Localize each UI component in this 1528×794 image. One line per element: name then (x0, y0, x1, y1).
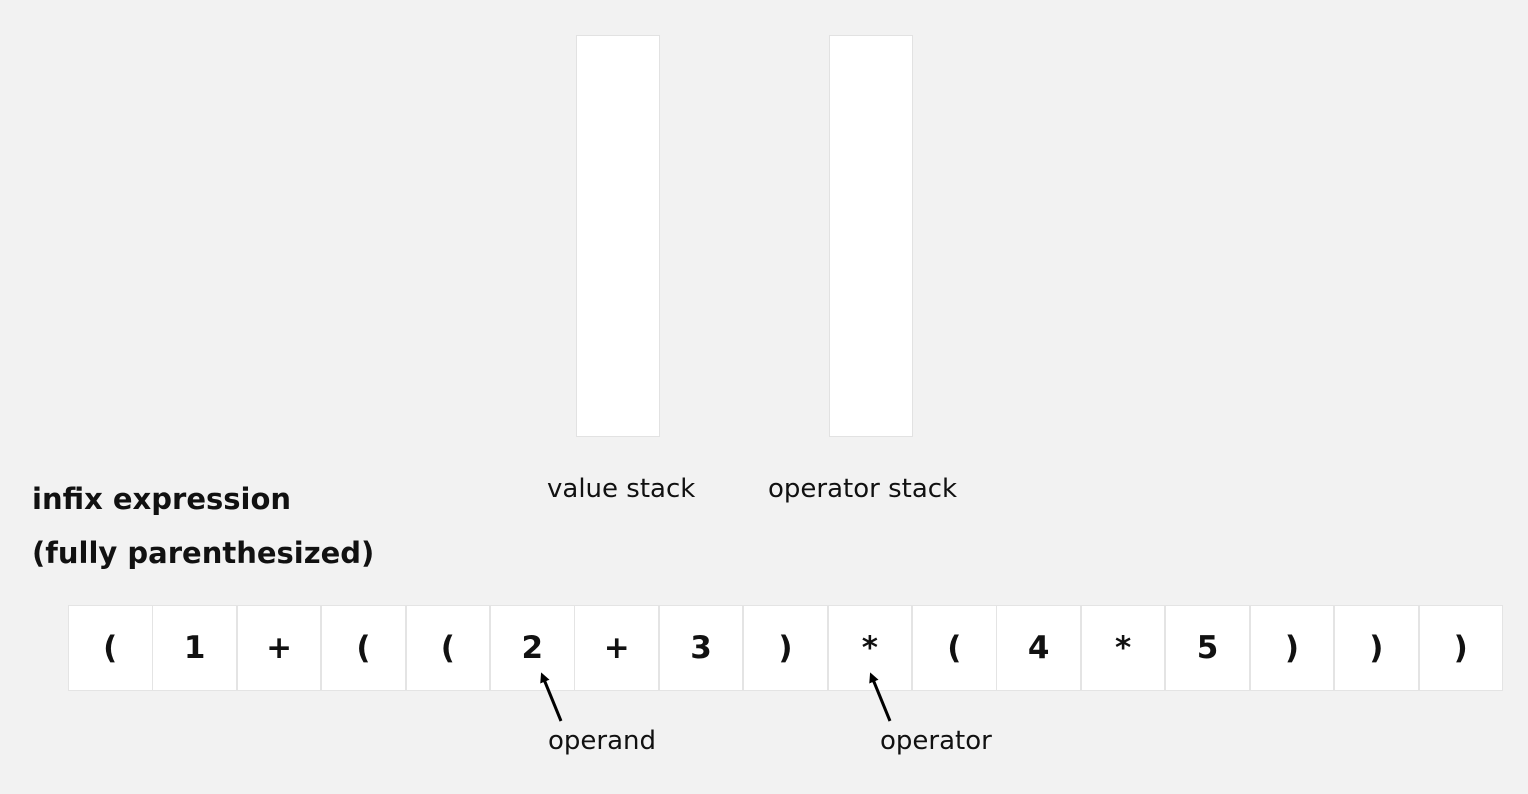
token-cell: ( (321, 605, 406, 691)
operator-stack-label: operator stack (768, 474, 958, 504)
token-cell: 2 (490, 605, 575, 691)
token-cell: ) (743, 605, 828, 691)
token-cell: ( (912, 605, 997, 691)
token-cell: ) (1334, 605, 1419, 691)
token-cell: ) (1249, 605, 1335, 691)
token-cell: 5 (1165, 605, 1250, 691)
value-stack (576, 35, 660, 437)
operand-label: operand (548, 726, 657, 756)
token-cell: + (236, 605, 322, 691)
token-cell: * (1080, 605, 1166, 691)
token-row: ( 1 + ( ( 2 + 3 ) * ( 4 * 5 ) ) ) (68, 605, 1503, 691)
token-cell: ( (68, 605, 153, 691)
token-cell: ) (1418, 605, 1503, 691)
token-cell: * (827, 605, 913, 691)
token-cell: 3 (658, 605, 744, 691)
value-stack-label: value stack (547, 474, 696, 504)
token-cell: 1 (152, 605, 237, 691)
token-cell: 4 (996, 605, 1081, 691)
token-cell: + (574, 605, 659, 691)
expression-heading: infix expression (32, 482, 292, 516)
operator-label: operator (880, 726, 992, 756)
expression-subheading: (fully parenthesized) (32, 536, 375, 570)
operator-stack (829, 35, 913, 437)
token-cell: ( (405, 605, 491, 691)
